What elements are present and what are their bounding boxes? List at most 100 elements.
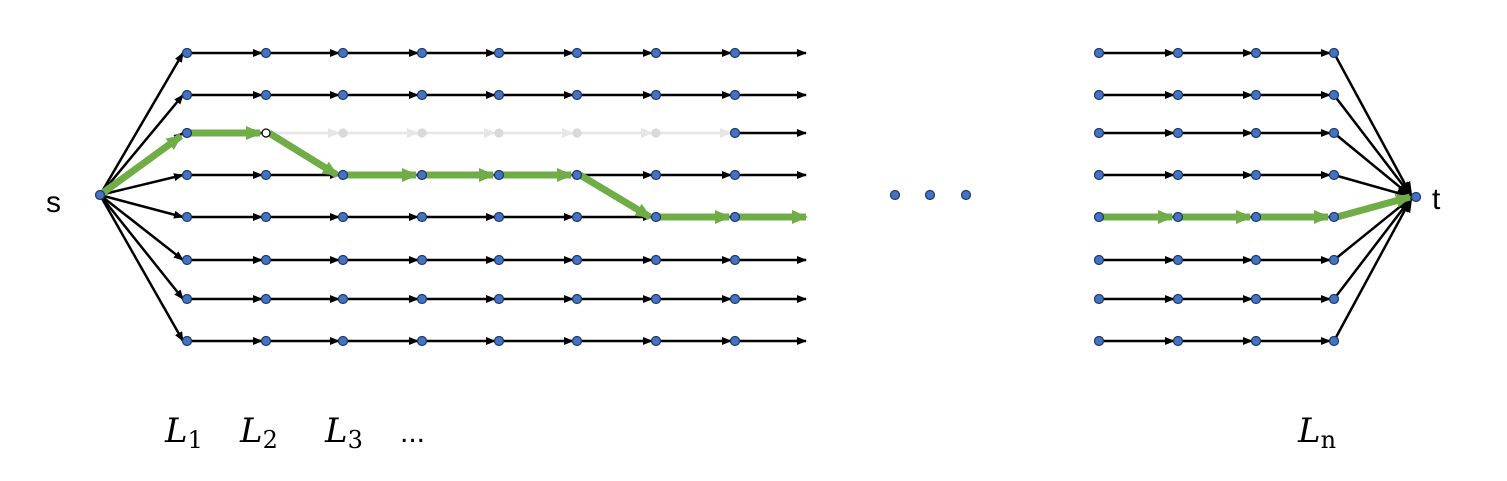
graph-node (493, 254, 505, 266)
faded-node (494, 128, 504, 138)
graph-node (1172, 89, 1184, 101)
graph-node (1172, 254, 1184, 266)
source-edge (99, 173, 184, 197)
highlighted-path-edge (267, 130, 339, 178)
faded-node (572, 128, 582, 138)
source-label: s (46, 186, 61, 219)
layer-labels: L1 L2 L3 ... Ln (164, 411, 1336, 454)
graph-node (650, 47, 662, 59)
graph-node (729, 254, 741, 266)
sink-edge (1333, 94, 1413, 198)
source-edge (98, 194, 185, 342)
graph-node (1172, 47, 1184, 59)
graph-node (1093, 47, 1105, 59)
graph-node (260, 335, 272, 347)
sink-node (1410, 191, 1422, 203)
graph-node (493, 47, 505, 59)
graph-node (1093, 127, 1105, 139)
faded-node (417, 128, 427, 138)
nodes-group (94, 47, 1422, 347)
graph-node (493, 293, 505, 305)
graph-node (571, 169, 583, 181)
graph-node (1250, 89, 1262, 101)
graph-node (1250, 293, 1262, 305)
layer-label-3: L3 (324, 411, 363, 454)
graph-node (416, 335, 428, 347)
graph-node (1328, 254, 1340, 266)
layer-label-1: L1 (164, 411, 203, 454)
graph-node (1172, 335, 1184, 347)
graph-node (1328, 169, 1340, 181)
layer-label-2: L2 (239, 411, 278, 454)
graph-node (260, 211, 272, 223)
graph-node (337, 89, 349, 101)
graph-node (729, 293, 741, 305)
graph-node (416, 47, 428, 59)
graph-node (181, 47, 193, 59)
graph-node (1328, 127, 1340, 139)
graph-node (729, 169, 741, 181)
graph-node (1328, 335, 1340, 347)
graph-node (729, 47, 741, 59)
graph-node (729, 89, 741, 101)
edges-group (98, 49, 1414, 345)
graph-node (650, 89, 662, 101)
highlighted-path-edge (578, 171, 652, 221)
graph-node (416, 169, 428, 181)
gap-ellipsis-dot (960, 189, 972, 201)
graph-node (337, 254, 349, 266)
graph-node (416, 254, 428, 266)
graph-node (729, 211, 741, 223)
graph-node (650, 335, 662, 347)
sink-edge (1333, 196, 1413, 300)
graph-node (416, 89, 428, 101)
gap-ellipsis-dot (889, 189, 901, 201)
source-node (94, 189, 106, 201)
graph-node (1328, 89, 1340, 101)
highlighted-path-edge (1336, 193, 1412, 221)
faded-node (651, 128, 661, 138)
graph-node (1172, 127, 1184, 139)
graph-node (337, 335, 349, 347)
graph-node (650, 293, 662, 305)
graph-node (1250, 211, 1262, 223)
graph-node (181, 89, 193, 101)
graph-node (1328, 47, 1340, 59)
graph-node (1093, 254, 1105, 266)
graph-node (260, 47, 272, 59)
graph-node (1093, 335, 1105, 347)
graph-node (1093, 89, 1105, 101)
graph-node (571, 293, 583, 305)
highlighted-path-group (97, 126, 1412, 224)
graph-node (260, 89, 272, 101)
faded-node (338, 128, 348, 138)
gap-ellipsis-dot (924, 189, 936, 201)
graph-node (571, 211, 583, 223)
graph-node (1172, 211, 1184, 223)
graph-node (650, 169, 662, 181)
graph-node (181, 169, 193, 181)
graph-node (1250, 254, 1262, 266)
graph-node (337, 211, 349, 223)
highlighted-path-edge (97, 133, 184, 198)
graph-node (181, 335, 193, 347)
source-edge (98, 52, 185, 196)
graph-node (1250, 335, 1262, 347)
source-edge (99, 194, 184, 261)
graph-node (181, 293, 193, 305)
graph-node (1093, 293, 1105, 305)
graph-node (1172, 169, 1184, 181)
layer-label-n: Ln (1297, 411, 1336, 454)
target-label: t (1432, 183, 1441, 216)
graph-node (337, 293, 349, 305)
graph-node (181, 254, 193, 266)
graph-node (416, 211, 428, 223)
sink-edge (1332, 196, 1414, 342)
sink-edge (1333, 173, 1413, 199)
graph-node (260, 169, 272, 181)
graph-node (337, 47, 349, 59)
graph-node (1250, 169, 1262, 181)
graph-node (1093, 211, 1105, 223)
graph-node (337, 169, 349, 181)
